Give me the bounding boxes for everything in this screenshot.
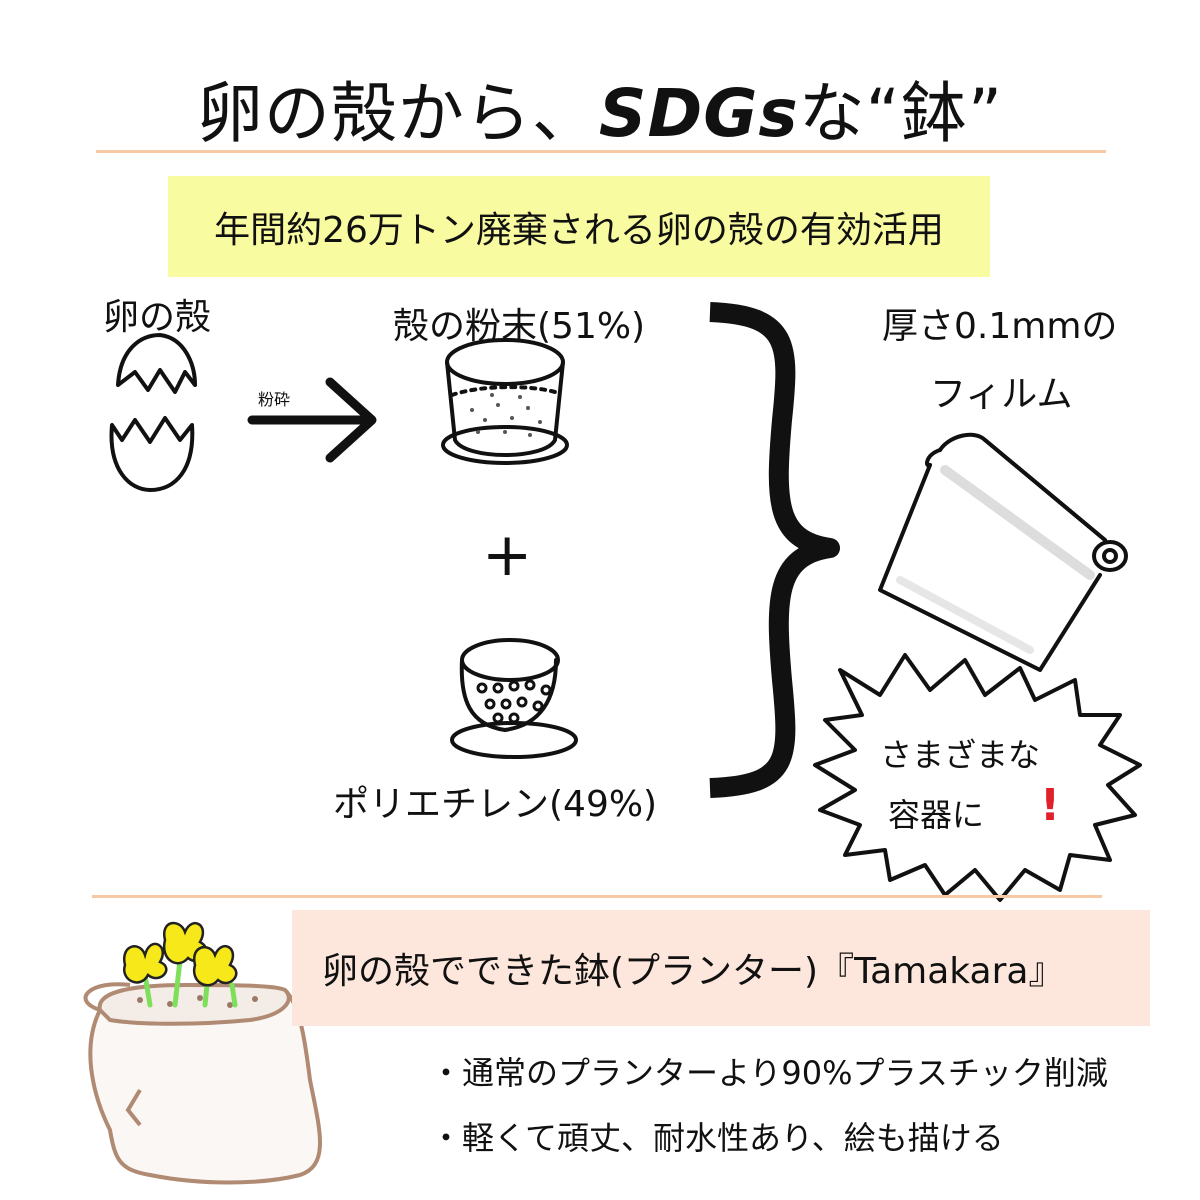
eggshell-label: 卵の殻: [103, 297, 212, 338]
page-title: 卵の殻から、SDGsな“鉢”: [0, 60, 1200, 156]
top-divider: [96, 150, 1106, 153]
summary-banner-text: 年間約26万トン廃棄される卵の殻の有効活用: [214, 209, 944, 251]
film-label-line1: 厚さ0.1mmの: [882, 306, 1118, 347]
product-title: 卵の殻でできた鉢(プランター)『Tamakara』: [322, 951, 1065, 992]
polyethylene-bowl-icon: [450, 638, 578, 759]
film-label-line2: フィルム: [930, 374, 1073, 415]
product-title-box: 卵の殻でできた鉢(プランター)『Tamakara』: [292, 910, 1150, 1026]
title-part2: SDGs: [598, 75, 799, 152]
powder-label: 殻の粉末(51%): [393, 306, 646, 347]
eggshell-icon: [109, 333, 197, 492]
exclamation-mark: !: [1040, 780, 1061, 831]
planter-pot-icon: [83, 982, 322, 1185]
burst-text-line2: 容器に: [888, 796, 985, 834]
title-part1: 卵の殻から、: [196, 75, 599, 152]
yellow-flowers-icon: [122, 921, 238, 987]
bullet-2: ・軽くて頑丈、耐水性あり、絵も描ける: [430, 1119, 1004, 1157]
bottom-divider: [92, 895, 1102, 898]
polyethylene-label: ポリエチレン(49%): [333, 784, 658, 825]
burst-text-line1: さまざまな: [880, 736, 1041, 774]
plus-sign: +: [482, 520, 533, 590]
film-roll-icon: [878, 432, 1128, 672]
burst-shape: [813, 653, 1142, 902]
bullet-1: ・通常のプランターより90%プラスチック削減: [430, 1054, 1108, 1092]
crush-label: 粉砕: [258, 390, 291, 409]
title-part3: な“鉢”: [798, 75, 1004, 152]
summary-banner: 年間約26万トン廃棄される卵の殻の有効活用: [168, 176, 990, 277]
powder-dots: [470, 393, 542, 437]
curly-brace-icon: [709, 302, 840, 798]
crush-arrow-icon: [247, 377, 377, 463]
pellet-dots: [476, 679, 552, 724]
powder-bowl-icon: [441, 338, 569, 465]
